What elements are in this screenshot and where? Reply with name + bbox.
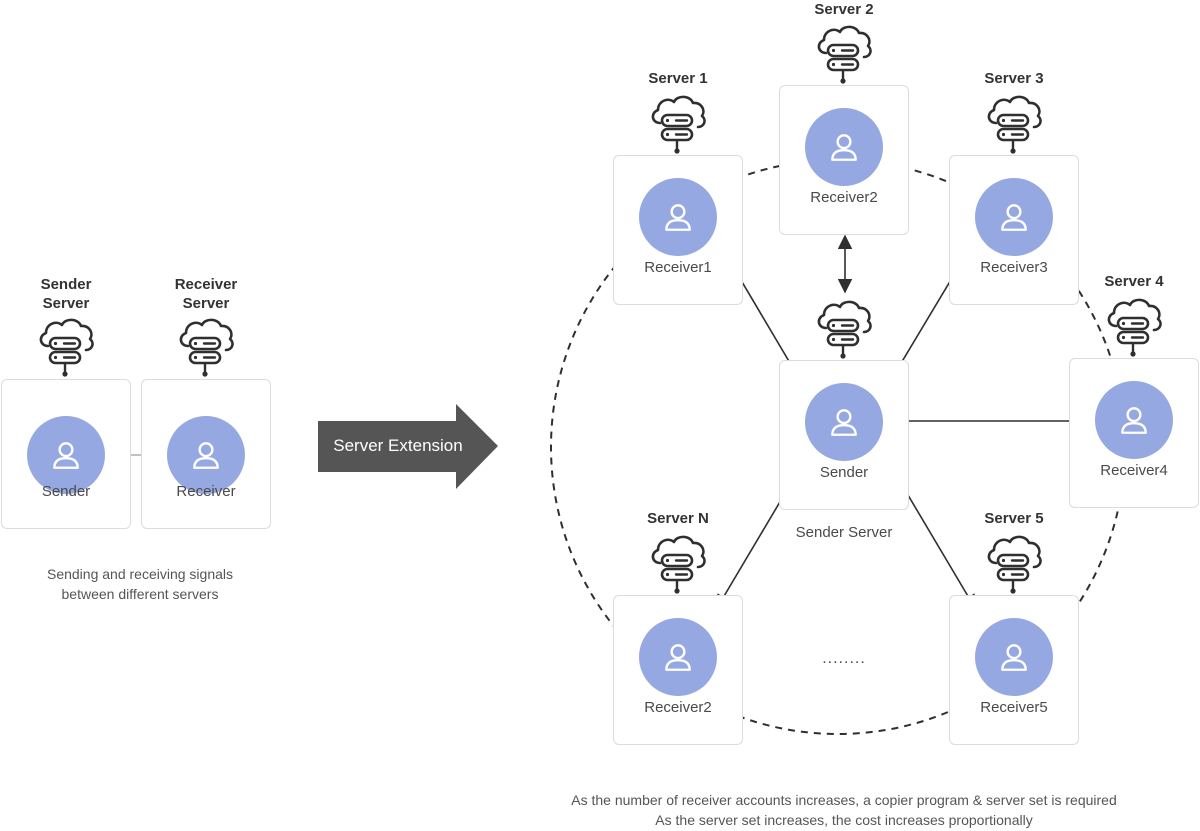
bottom-caption: As the number of receiver accounts incre… — [480, 790, 1200, 830]
user-avatar — [639, 178, 717, 256]
user-icon — [49, 438, 83, 472]
sender-card: Sender — [779, 360, 909, 510]
receiver4-label: Receiver4 — [1100, 462, 1168, 479]
sender-server-label: Sender Server — [795, 524, 893, 541]
user-avatar — [975, 618, 1053, 696]
user-icon — [661, 640, 695, 674]
user-avatar — [805, 108, 883, 186]
left-caption-line2: between different servers — [61, 586, 219, 602]
bottom-caption-line1: As the number of receiver accounts incre… — [571, 792, 1117, 808]
user-icon — [189, 438, 223, 472]
server-5-icon — [982, 533, 1046, 597]
sender-server-title: Sender Server — [40, 276, 92, 312]
receiver3-card: Receiver3 — [949, 155, 1079, 305]
receivern-label: Receiver2 — [644, 699, 712, 716]
user-icon — [997, 200, 1031, 234]
server-3-title: Server 3 — [984, 70, 1044, 87]
receiver2-card: Receiver2 — [779, 85, 909, 235]
server-4-title: Server 4 — [1104, 273, 1164, 290]
user-avatar — [167, 416, 245, 494]
left-receiver-label: Receiver — [176, 483, 236, 500]
user-icon — [827, 405, 861, 439]
sender-label: Sender — [819, 464, 869, 481]
user-avatar — [975, 178, 1053, 256]
left-sender-label: Sender — [41, 483, 91, 500]
left-receiver-card: Receiver — [141, 379, 271, 529]
user-icon — [1117, 403, 1151, 437]
user-avatar — [1095, 381, 1173, 459]
user-icon — [661, 200, 695, 234]
left-sender-card: Sender — [1, 379, 131, 529]
user-avatar — [639, 618, 717, 696]
user-avatar — [805, 383, 883, 461]
server-n-title: Server N — [647, 510, 709, 527]
sender-server-center-icon — [812, 298, 876, 362]
receiver5-label: Receiver5 — [980, 699, 1048, 716]
server-extension-label: Server Extension — [333, 436, 463, 455]
receiver1-label: Receiver1 — [644, 259, 712, 276]
user-avatar — [27, 416, 105, 494]
server-1-title: Server 1 — [648, 70, 708, 87]
receiver1-card: Receiver1 — [613, 155, 743, 305]
server-5-title: Server 5 — [984, 510, 1044, 527]
receiver2-label: Receiver2 — [810, 189, 878, 206]
receiver3-label: Receiver3 — [980, 259, 1048, 276]
user-icon — [997, 640, 1031, 674]
server-1-icon — [646, 93, 710, 157]
left-caption-line1: Sending and receiving signals — [46, 566, 233, 582]
receivern-card: Receiver2 — [613, 595, 743, 745]
user-icon — [827, 130, 861, 164]
server-2-title: Server 2 — [814, 1, 874, 18]
receiver4-card: Receiver4 — [1069, 358, 1199, 508]
left-caption: Sending and receiving signals between di… — [10, 564, 270, 604]
bottom-caption-line2: As the server set increases, the cost in… — [655, 812, 1033, 828]
receiver5-card: Receiver5 — [949, 595, 1079, 745]
receiver-server-title: Receiver Server — [174, 276, 238, 312]
server-4-icon — [1102, 296, 1166, 360]
receiver-server-icon — [174, 316, 238, 380]
ellipsis: ........ — [822, 650, 866, 667]
server-2-icon — [812, 23, 876, 87]
sender-server-icon — [34, 316, 98, 380]
server-n-icon — [646, 533, 710, 597]
server-3-icon — [982, 93, 1046, 157]
